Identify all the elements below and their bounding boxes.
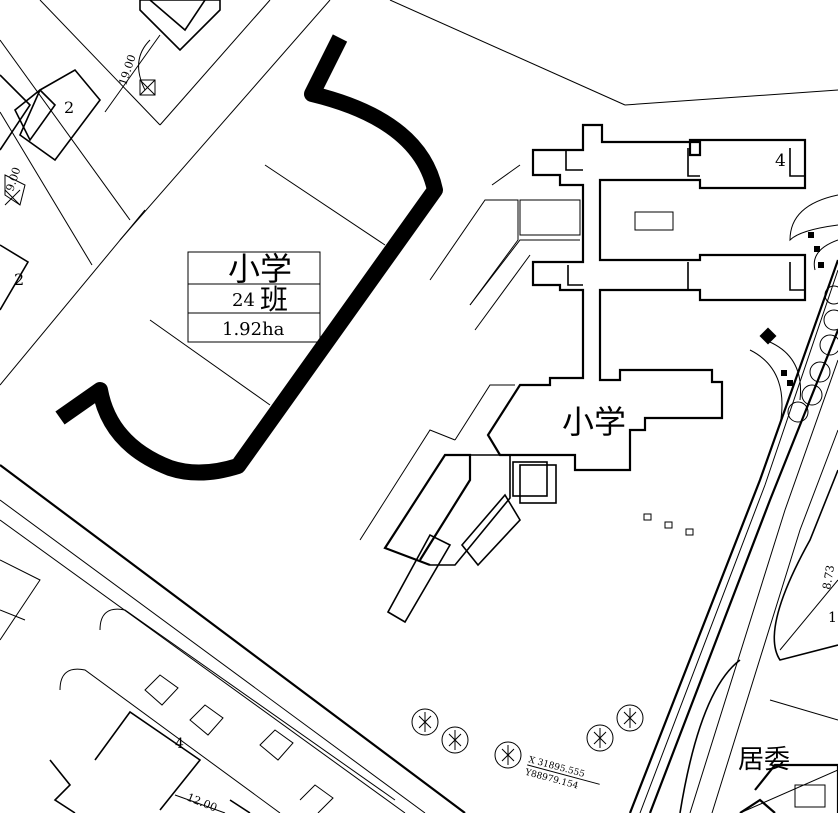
- right-small-floors: 1: [828, 610, 837, 626]
- kiosk-icon: [759, 327, 777, 345]
- landscape-east: [643, 194, 838, 536]
- outbuildings: [359, 164, 581, 541]
- site-area: 1.92ha: [222, 319, 285, 340]
- tree-icon: [441, 726, 469, 754]
- lamp-square-icon: [808, 232, 814, 238]
- school-name-label: 小学: [228, 250, 292, 288]
- lamp-square-icon: [781, 370, 787, 376]
- dimension-left: 9.00: [3, 166, 23, 193]
- school-wing-floors: 4: [775, 151, 786, 171]
- classes-count: 24: [232, 290, 255, 311]
- residents-committee: 居委: [738, 745, 838, 813]
- houses-northwest: 2 2: [0, 0, 221, 641]
- track-inner-field-line-2: [149, 319, 271, 406]
- committee-label: 居委: [738, 745, 790, 775]
- houses-south: 4: [49, 674, 334, 813]
- tree-icon: [494, 741, 522, 769]
- dimension-bottom: 12.00: [185, 791, 219, 813]
- house-b-floors: 2: [14, 270, 24, 289]
- bottom-house-floors: 4: [175, 736, 184, 752]
- tree-icon: [586, 724, 614, 752]
- building-label: 小学: [562, 403, 626, 441]
- running-track: [55, 34, 443, 481]
- bench-icon: [643, 513, 694, 536]
- tree-icons: [411, 704, 644, 769]
- track-outer: [55, 34, 443, 481]
- lamp-square-icon: [818, 262, 824, 268]
- tree-icon: [411, 708, 439, 736]
- track-inner-field-line: [264, 164, 386, 246]
- dimension-right: 8.73: [820, 564, 837, 590]
- classes-unit: 班: [260, 283, 288, 316]
- coordinate-point: X 31895.555 Y88979.154: [523, 755, 600, 792]
- school-label-table: 小学 24 班 1.92ha: [187, 250, 321, 343]
- lamp-square-icon: [814, 246, 820, 252]
- lamp-square-icon: [787, 380, 793, 386]
- tree-icon: [616, 704, 644, 732]
- house-a-floors: 2: [64, 98, 74, 117]
- school-building: 小学 4: [383, 123, 807, 624]
